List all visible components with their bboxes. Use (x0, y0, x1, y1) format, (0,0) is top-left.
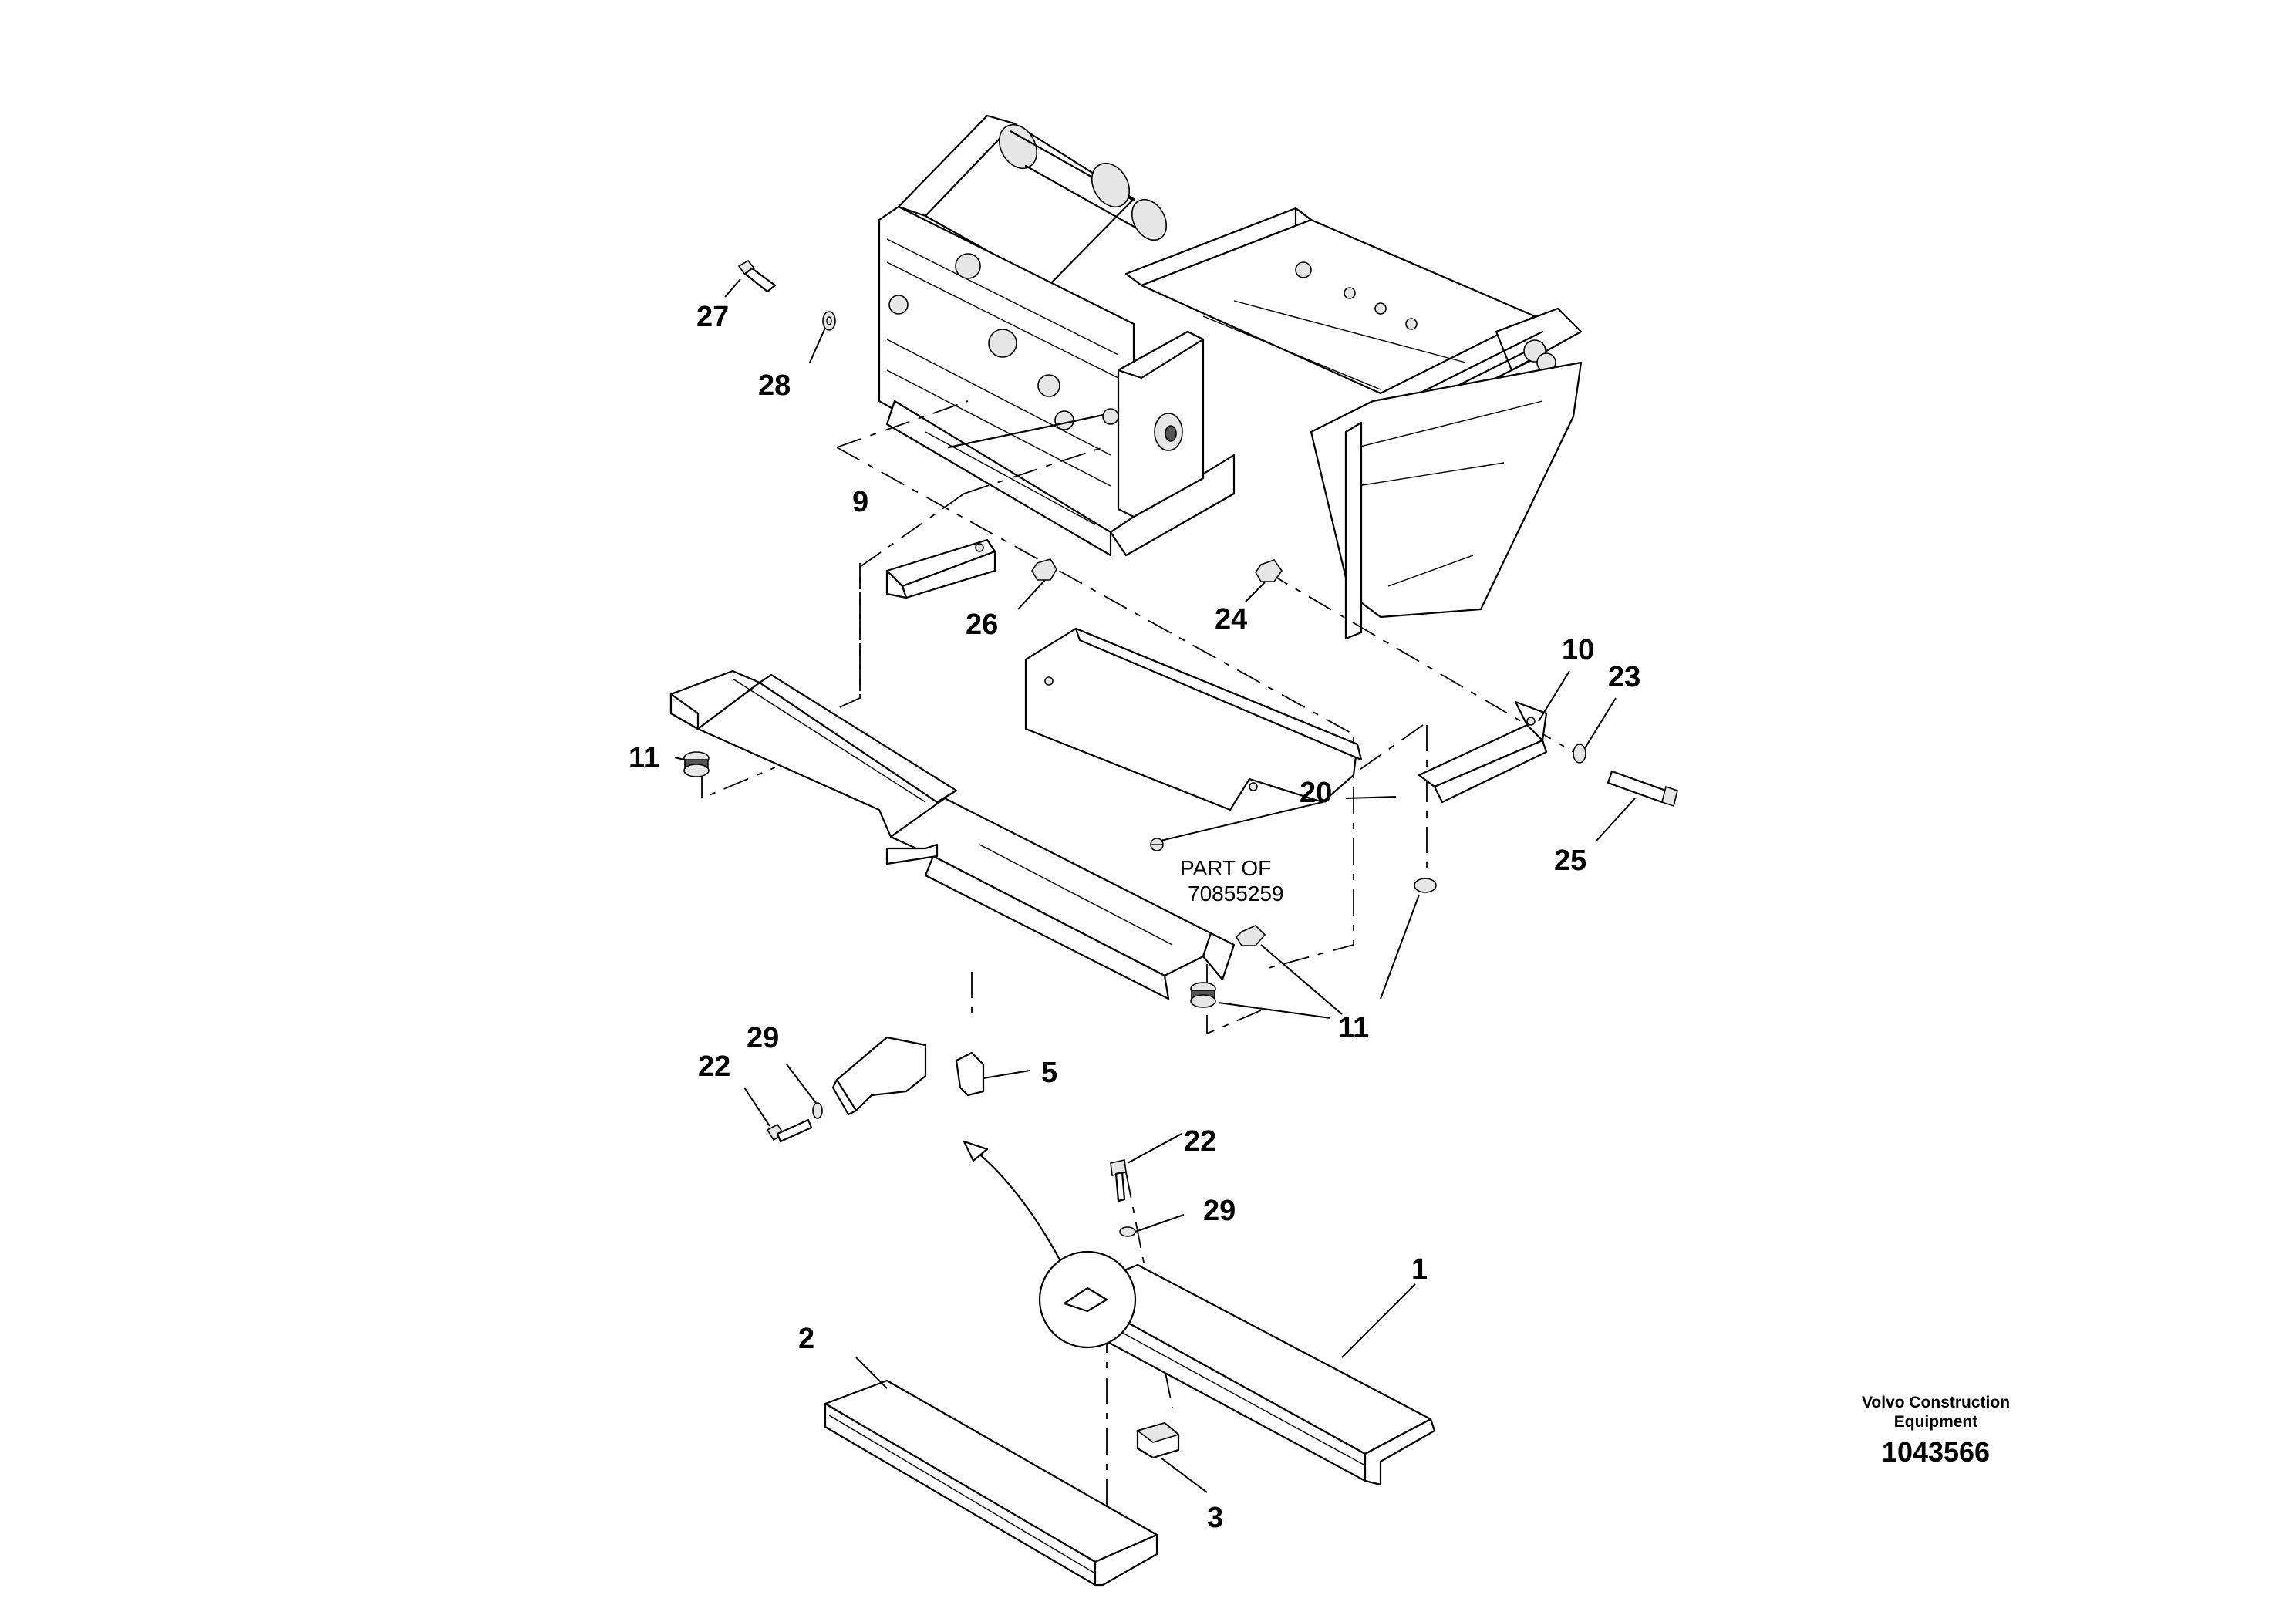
part-11-mount-left (674, 751, 710, 777)
callout-23: 23 (1608, 661, 1640, 693)
callout-29-right: 29 (1203, 1195, 1236, 1227)
part-of-note-line1: PART OF (1180, 856, 1271, 880)
part-29-washer-right (1119, 1214, 1185, 1237)
part-20-cover (1024, 627, 1397, 841)
callout-5: 5 (1041, 1057, 1057, 1089)
callout-20: 20 (1300, 777, 1332, 809)
callout-27: 27 (696, 301, 729, 333)
part-24-nut (1245, 559, 1283, 602)
callout-10: 10 (1562, 634, 1594, 666)
part-23-washer (1573, 697, 1617, 764)
part-22-bolt-left (743, 1087, 813, 1143)
part-10-bracket (1418, 670, 1570, 804)
callout-22-right: 22 (1184, 1125, 1216, 1158)
document-number: 1043566 (1882, 1436, 1990, 1468)
step-rail-assembly (669, 669, 1236, 1000)
callout-2: 2 (798, 1323, 814, 1355)
callout-11-right: 11 (1338, 1012, 1369, 1044)
callout-25: 25 (1554, 845, 1586, 877)
part-22-bolt-right (1110, 1133, 1182, 1202)
main-frame-assembly (878, 114, 1583, 640)
callout-26: 26 (966, 609, 998, 641)
part-26-nut (1017, 558, 1057, 610)
detail-arrow (963, 1140, 1062, 1263)
part-27-bolt (724, 259, 777, 298)
callout-24: 24 (1215, 603, 1247, 636)
part-25-bolt (1596, 770, 1678, 841)
callout-29-left: 29 (747, 1022, 779, 1054)
brand-line-1: Volvo Construction (1862, 1394, 2010, 1411)
part-29-washer-left (786, 1064, 823, 1119)
callout-3: 3 (1207, 1502, 1223, 1534)
part-1-step (1038, 1250, 1436, 1486)
brand-line-2: Equipment (1894, 1413, 1978, 1431)
callout-9: 9 (852, 486, 868, 518)
part-2-step (824, 1357, 1158, 1587)
part-of-note-line2: 70855259 (1188, 882, 1284, 905)
screw-part-of-70855259 (1150, 838, 1164, 851)
callout-22-left: 22 (698, 1050, 730, 1083)
assembly-lines (701, 400, 1574, 1554)
callout-11-left: 11 (629, 742, 659, 774)
part-9-bracket (885, 538, 996, 599)
part-5-clip-detail (831, 1036, 1030, 1116)
part-3-block (1136, 1421, 1208, 1493)
part-28-washer (809, 311, 836, 363)
part-11-mount-right (1190, 878, 1437, 1019)
callout-28: 28 (758, 369, 791, 402)
callout-1: 1 (1411, 1253, 1428, 1286)
